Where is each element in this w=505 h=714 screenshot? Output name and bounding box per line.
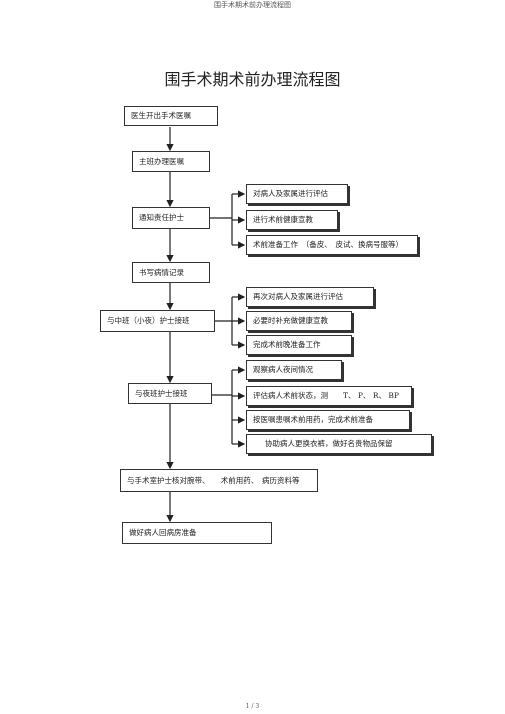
step-preop-medication: 按医嘱患嘱术前用药，完成术前准备: [246, 410, 410, 430]
page-number: 1 / 3: [245, 703, 260, 710]
step-handover-night: 与夜班护士接班: [128, 383, 212, 404]
step-handover-evening: 与中班（小夜）护士接班: [100, 310, 215, 332]
step-assess-preop-status: 评估病人术前状态，测 T、 P、 R、 BP: [246, 386, 412, 406]
step-reassess-patient-family: 再次对病人及家属进行评估: [246, 287, 374, 307]
page-title: 围手术期术前办理流程图: [164, 70, 341, 89]
step-preop-preparation: 术前准备工作 （备皮、 皮试、换病号服等）: [246, 235, 418, 255]
step-supplementary-education: 必要时补充做健康宣教: [246, 311, 352, 331]
step-assess-patient-family: 对病人及家属进行评估: [246, 184, 348, 204]
step-write-record: 书写病情记录: [132, 262, 210, 283]
step-evening-preparation: 完成术前晚准备工作: [246, 335, 352, 355]
step-process-order: 主班办理医嘱: [132, 151, 210, 172]
step-prepare-return: 做好病人回病房准备: [122, 522, 272, 544]
step-observe-night: 观察病人夜间情况: [246, 360, 342, 380]
step-doctor-order: 医生开出手术医嘱: [124, 106, 218, 126]
step-notify-nurse: 通知责任护士: [132, 207, 210, 229]
step-change-clothes: 协助病人更换衣裤，做好名贵物品保留: [246, 434, 432, 454]
document-header: 围手术期术前办理流程图: [214, 1, 291, 9]
step-health-education: 进行术前健康宣教: [246, 210, 338, 230]
step-verify-with-or-nurse: 与手术室护士核对腕带、 术前用药、 病历资料等: [120, 469, 318, 492]
